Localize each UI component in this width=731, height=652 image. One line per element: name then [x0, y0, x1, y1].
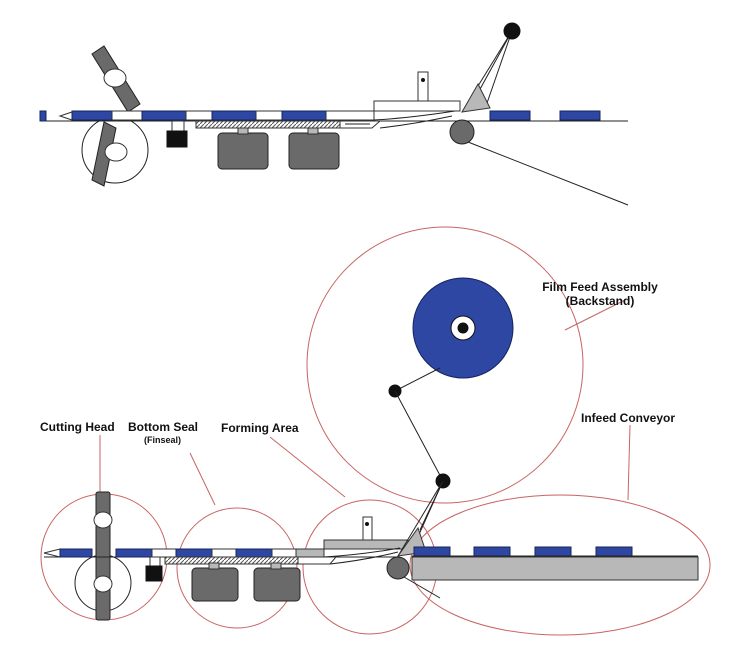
top-film-idler — [503, 22, 521, 40]
cutting-head-label: Cutting Head — [40, 420, 115, 434]
bottom-drive-block — [145, 565, 163, 582]
top-film-web — [467, 141, 629, 206]
top-infeed-product-2 — [559, 110, 601, 121]
top-gap-3 — [255, 110, 283, 121]
top-gap-4 — [325, 110, 375, 121]
bottom-seal-leader — [189, 452, 216, 506]
top-seal-track — [195, 120, 347, 129]
top-roller-hub-1 — [237, 127, 249, 135]
bottom-roller-hub-1 — [208, 562, 220, 570]
top-infeed-roller — [449, 119, 475, 145]
infeed-conveyor-callout — [409, 494, 711, 636]
top-end-marker — [39, 110, 47, 122]
film-feed-sublabel: (Backstand) — [566, 294, 635, 308]
film-feed-callout — [306, 226, 584, 504]
top-gap-2 — [185, 110, 213, 121]
top-product-1 — [71, 110, 113, 121]
top-cutter-hub-upper — [103, 68, 127, 88]
bottom-seal-track — [164, 556, 306, 565]
forming-curve — [323, 547, 401, 558]
film-roll-spindle — [457, 322, 469, 334]
top-seal-roller-2 — [288, 132, 340, 170]
bottom-roller-hub-2 — [270, 562, 282, 570]
top-entry-point — [58, 111, 73, 121]
bottom-seal-tip — [297, 556, 338, 565]
top-forming-plate — [373, 100, 461, 112]
bottom-seal-label: Bottom Seal — [128, 420, 198, 434]
bottom-machine-diagram — [40, 226, 711, 636]
bottom-gap-4 — [295, 548, 325, 558]
bottom-product-2 — [175, 548, 213, 558]
bottom-bracket — [149, 556, 161, 567]
top-cutter-arm-lower — [91, 121, 117, 187]
top-roller-hub-2 — [307, 127, 319, 135]
forming-area-leader — [269, 436, 346, 498]
bottom-gap-2 — [211, 548, 237, 558]
film-feed-label: Film Feed Assembly — [542, 280, 658, 294]
top-film-line-2 — [485, 30, 513, 107]
infeed-product-3 — [534, 546, 572, 557]
infeed-product-2 — [473, 546, 511, 557]
film-feed-leader — [564, 299, 626, 331]
forming-curve-lower — [329, 551, 399, 565]
top-seal-roller-1 — [217, 132, 269, 170]
top-forming-post — [417, 71, 429, 102]
bottom-seal-sublabel: (Finseal) — [144, 435, 181, 445]
infeed-conveyor-leader — [627, 424, 631, 501]
top-film-line-3 — [477, 30, 513, 87]
cutting-hub-upper — [93, 511, 113, 529]
forming-post — [362, 516, 373, 541]
film-web-1 — [394, 367, 441, 392]
cutting-blade-shaft — [95, 491, 111, 621]
top-film-former — [461, 82, 491, 113]
bottom-product-3 — [235, 548, 273, 558]
top-forming-curve — [373, 110, 456, 121]
film-web-3 — [397, 480, 444, 557]
top-bracket — [171, 120, 185, 132]
cutting-hub-lower — [93, 575, 113, 593]
bottom-entry-point — [43, 548, 61, 558]
top-machine-diagram — [39, 22, 629, 206]
infeed-roller — [386, 556, 410, 580]
forming-post-dot — [365, 522, 369, 526]
top-gap-1 — [111, 110, 143, 121]
bottom-seal-roller-2 — [253, 567, 301, 602]
top-product-2 — [141, 110, 187, 121]
infeed-conveyor-label: Infeed Conveyor — [581, 411, 675, 425]
infeed-conveyor-bed — [411, 556, 699, 581]
bottom-seal-roller-1 — [191, 567, 239, 602]
top-forming-curve-lower — [379, 115, 453, 129]
film-web-5 — [419, 480, 444, 531]
bottom-gap-1 — [151, 548, 177, 558]
top-product-4 — [281, 110, 327, 121]
forming-plate — [323, 539, 409, 550]
top-cutter-hub-lower — [104, 142, 128, 162]
bottom-product-0 — [59, 548, 93, 558]
bottom-gap-3 — [271, 548, 297, 558]
film-web-lower — [403, 576, 441, 599]
top-drive-block — [166, 130, 188, 148]
labels: Film Feed Assembly (Backstand) Infeed Co… — [40, 280, 675, 445]
film-web-2 — [394, 390, 444, 482]
top-forming-post-dot — [421, 78, 425, 82]
top-infeed-product-1 — [489, 110, 531, 121]
top-product-3 — [211, 110, 257, 121]
bottom-product-1 — [115, 548, 153, 558]
infeed-product-1 — [413, 546, 451, 557]
infeed-product-4 — [595, 546, 633, 557]
forming-area-label: Forming Area — [221, 421, 299, 435]
